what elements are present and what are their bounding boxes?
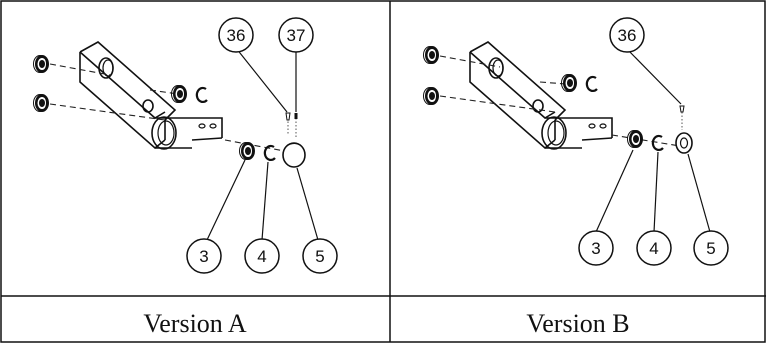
bearing-icon — [561, 73, 578, 93]
bearing-icon — [33, 93, 50, 113]
axis-line — [439, 55, 501, 68]
snap-ring-icon — [195, 86, 209, 104]
svg-text:4: 4 — [257, 247, 266, 266]
snap-ring-icon — [585, 75, 599, 93]
axis-line — [439, 95, 556, 113]
screw-icon — [679, 105, 685, 130]
axis-line — [224, 139, 291, 153]
svg-text:3: 3 — [591, 239, 600, 258]
swing-arm — [79, 41, 223, 150]
callout-5: 5 — [302, 238, 338, 274]
callout-3: 3 — [578, 230, 614, 266]
callout-36: 36 — [218, 17, 254, 53]
caption-version-b: Version B — [526, 309, 629, 338]
svg-text:36: 36 — [618, 26, 637, 45]
axis-line — [611, 134, 681, 147]
axis-line — [49, 63, 111, 76]
swing-arm — [469, 41, 613, 150]
callout-5: 5 — [693, 230, 729, 266]
callout-3: 3 — [186, 238, 222, 274]
callout-37: 37 — [278, 17, 314, 53]
panel-version-b: 36 3 4 5 Version B — [423, 17, 729, 338]
bearing-icon — [627, 129, 644, 149]
screw-icon — [294, 113, 298, 138]
svg-text:4: 4 — [649, 239, 658, 258]
bearing-icon — [239, 141, 256, 161]
callout-4: 4 — [244, 238, 280, 274]
axis-line — [539, 81, 567, 85]
end-cap-icon — [282, 142, 306, 168]
svg-text:3: 3 — [199, 247, 208, 266]
bearing-icon — [171, 84, 188, 104]
panel-version-a: 36 37 3 4 5 Version A — [33, 17, 338, 338]
caption-version-a: Version A — [143, 309, 247, 338]
callout-36: 36 — [609, 17, 645, 53]
bearing-icon — [33, 54, 50, 74]
bearing-icon — [423, 86, 440, 106]
svg-text:37: 37 — [287, 26, 306, 45]
bearing-icon — [423, 45, 440, 65]
svg-text:5: 5 — [315, 247, 324, 266]
callout-4: 4 — [636, 230, 672, 266]
screw-icon — [285, 112, 291, 135]
svg-text:5: 5 — [706, 239, 715, 258]
washer-icon — [675, 132, 693, 154]
svg-text:36: 36 — [227, 26, 246, 45]
